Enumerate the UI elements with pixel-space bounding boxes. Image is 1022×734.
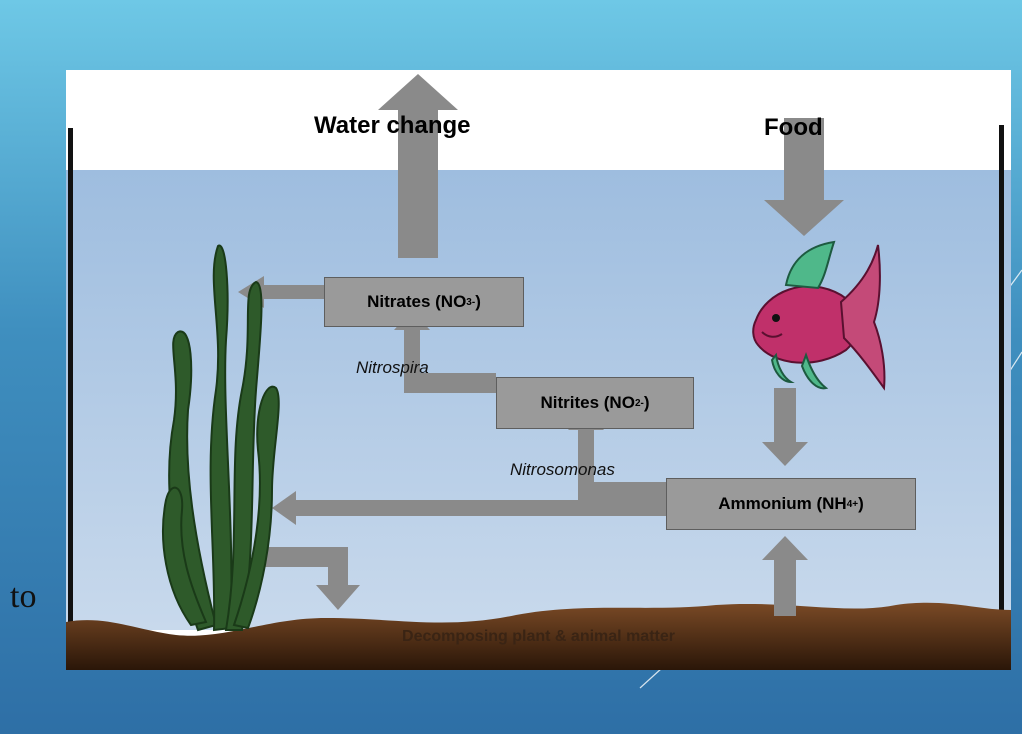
- soil-label: Decomposing plant & animal matter: [66, 628, 1011, 646]
- tank-right-wall: [999, 125, 1004, 670]
- nitrites-name: Nitrites (NO: [540, 393, 634, 413]
- nitrospira-label: Nitrospira: [356, 358, 429, 378]
- diagram-canvas: [66, 70, 1011, 670]
- tank-left-wall: [68, 128, 73, 670]
- nitrates-name: Nitrates (NO: [367, 292, 466, 312]
- nitrates-close: ): [475, 292, 481, 312]
- nitrites-close: ): [644, 393, 650, 413]
- nitrosomonas-label: Nitrosomonas: [510, 460, 615, 480]
- ammonium-name: Ammonium (NH: [718, 494, 846, 514]
- ammonium-close: ): [858, 494, 864, 514]
- food-label: Food: [764, 114, 823, 142]
- water-change-label: Water change: [314, 112, 470, 140]
